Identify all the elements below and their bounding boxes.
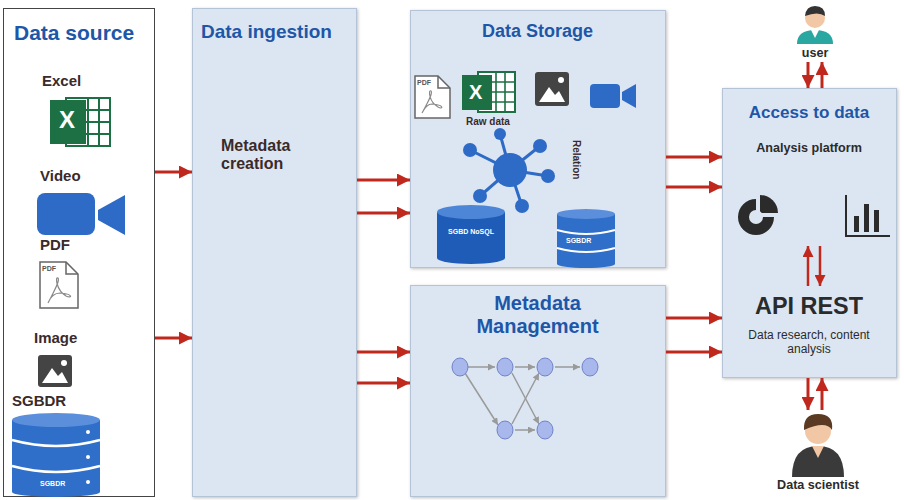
ingestion-panel: Data ingestionMetadata creation (192, 8, 357, 497)
access-panel: Access to dataAnalysis platformAPI REST D… (722, 88, 897, 378)
icon-text: SGBDR (566, 237, 591, 245)
pie-chart-icon (738, 195, 778, 235)
icon-caption: Relation (571, 140, 583, 179)
pdf-icon (40, 262, 78, 308)
icon-text: PDF (42, 265, 56, 273)
metadata-graph-nodes (452, 358, 598, 439)
icon-caption: Raw data (466, 116, 510, 128)
metadata-graph (465, 367, 580, 430)
data-scientist-figure: Data scientist (760, 410, 876, 497)
source-label: SGBDR (12, 392, 66, 409)
flow-arrow (666, 351, 722, 354)
flow-arrow (357, 351, 410, 354)
inner-arrows (808, 246, 820, 286)
data-scientist-icon (792, 414, 844, 477)
flow-arrow (155, 337, 192, 340)
panel-title: Access to data (723, 103, 895, 123)
panel-title: Metadata Management (459, 292, 616, 338)
image-icon (535, 72, 569, 106)
excel-icon (462, 72, 515, 112)
relation-network (463, 128, 555, 213)
panel-title: Data scientist (760, 478, 876, 492)
panel-text: Metadata creation (221, 137, 331, 174)
panel-text: Data research, content analysis (731, 329, 887, 357)
video-icon (590, 84, 636, 108)
pdf-icon (415, 76, 450, 118)
image-icon (38, 355, 72, 387)
flow-arrow (666, 186, 722, 189)
panel-title: Data source (14, 21, 134, 45)
flow-arrow (666, 156, 722, 159)
panel-title: user (775, 46, 855, 60)
nosql-database-icon (437, 205, 505, 264)
icon-text: SGBD NoSQL (446, 228, 496, 236)
database-icon (557, 209, 615, 268)
flow-arrow (821, 378, 824, 410)
excel-icon (50, 98, 110, 146)
bar-chart-icon (846, 195, 890, 236)
source-label: PDF (40, 236, 70, 253)
video-icon (37, 193, 125, 235)
flow-arrow (821, 62, 824, 88)
source-label: Image (34, 329, 77, 346)
flow-arrow (357, 382, 410, 385)
icon-letter: X (469, 81, 482, 104)
icon-letter: X (59, 106, 75, 134)
metadata-panel: Metadata Management (410, 285, 666, 497)
panel-title: Data Storage (411, 21, 664, 42)
user-icon (797, 6, 833, 44)
panel-title: Data ingestion (201, 21, 332, 43)
flow-arrow (357, 179, 410, 182)
source-label: Video (40, 167, 81, 184)
flow-arrow (357, 212, 410, 215)
user-figure: user (775, 2, 855, 62)
database-icon (12, 413, 100, 497)
panel-text: API REST (723, 293, 895, 320)
flow-arrow (666, 317, 722, 320)
source-label: Excel (42, 72, 81, 89)
flow-arrow (807, 378, 810, 410)
flow-arrow (155, 171, 192, 174)
icon-text: SGBDR (40, 480, 65, 488)
flow-arrow (807, 62, 810, 88)
icon-text: PDF (417, 79, 431, 87)
panel-text: Analysis platform (723, 141, 895, 155)
